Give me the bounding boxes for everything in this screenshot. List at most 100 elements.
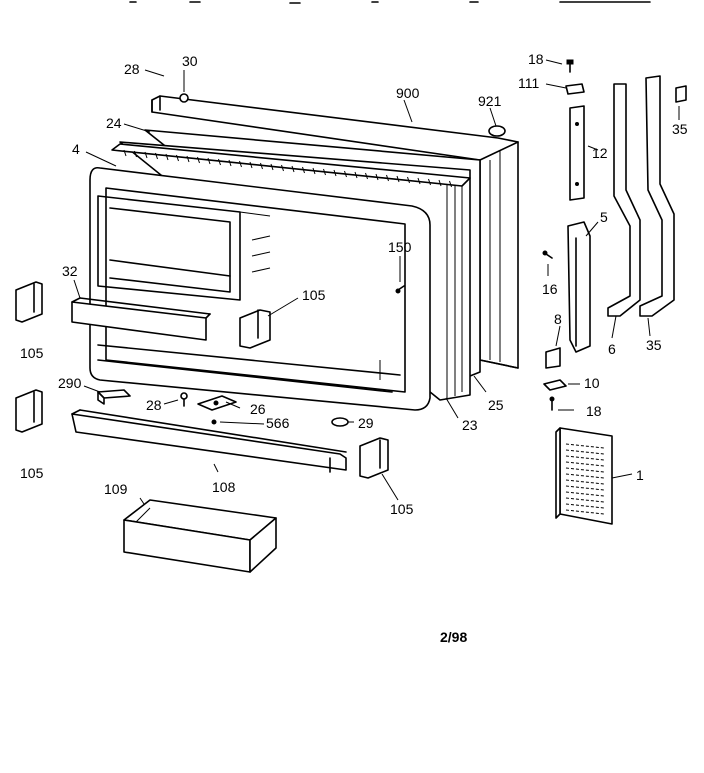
leader-lines <box>73 59 680 505</box>
gasket-tick <box>260 162 263 170</box>
label-30: 30 <box>182 53 198 69</box>
gasket-tick <box>365 172 368 180</box>
label-16: 16 <box>542 281 558 297</box>
part-number-labels: 28 30 900 921 18 111 35 24 4 12 150 5 16… <box>20 51 688 517</box>
label-290: 290 <box>58 375 82 391</box>
label-28-mid: 28 <box>146 397 162 413</box>
shelf-support-105-right <box>359 437 389 479</box>
gasket-tick <box>249 161 253 169</box>
label-25: 25 <box>488 397 504 413</box>
screw-16 <box>542 250 553 259</box>
cropped-top-edge-marks <box>129 1 651 4</box>
booklet-text-line <box>565 491 605 497</box>
booklet-text-line <box>565 467 605 473</box>
gasket-tick <box>344 170 347 178</box>
label-26: 26 <box>250 401 266 417</box>
label-29: 29 <box>358 415 374 431</box>
pan-109 <box>123 499 277 573</box>
gasket-tick <box>428 178 431 186</box>
gasket-tick <box>155 152 158 160</box>
booklet-text-line <box>565 503 605 509</box>
cover-8 <box>545 347 561 369</box>
gasket-tick <box>312 167 316 175</box>
label-5: 5 <box>600 209 608 225</box>
gasket-tick <box>417 177 421 185</box>
label-566: 566 <box>266 415 290 431</box>
hinge-5 <box>567 221 591 353</box>
gasket-tick <box>449 180 452 188</box>
screw-18-top <box>566 59 574 73</box>
bushing-29 <box>331 417 349 427</box>
label-900: 900 <box>396 85 420 101</box>
bracket-111 <box>565 83 585 95</box>
shelf-32 <box>71 297 211 341</box>
booklet-text-line <box>565 449 605 455</box>
gasket-tick <box>407 176 410 184</box>
label-105-left-top: 105 <box>20 345 44 361</box>
gasket-tick <box>228 159 232 167</box>
door-inner-liner <box>89 166 431 411</box>
bracket-10 <box>543 379 567 391</box>
shelf-support-105-left-top <box>15 281 43 323</box>
booklet-text-line <box>565 485 605 491</box>
gasket-tick <box>438 179 442 187</box>
hinge-plate-26 <box>197 395 237 411</box>
label-150: 150 <box>388 239 412 255</box>
label-35-bottom: 35 <box>646 337 662 353</box>
booklet-text-line <box>565 461 605 467</box>
label-108: 108 <box>212 479 236 495</box>
label-105-right: 105 <box>390 501 414 517</box>
label-23: 23 <box>462 417 478 433</box>
gasket-tick <box>396 175 400 183</box>
screw-150 <box>395 285 405 294</box>
screw-566 <box>211 419 217 425</box>
door-handle-35 <box>639 75 687 317</box>
gasket-tick <box>270 163 274 171</box>
label-4: 4 <box>72 141 80 157</box>
gasket-tick <box>144 151 148 159</box>
gasket-tick <box>291 165 295 173</box>
label-111: 111 <box>518 75 539 91</box>
booklet-text-line <box>565 473 605 479</box>
label-32: 32 <box>62 263 78 279</box>
booklet-text-line <box>565 443 605 449</box>
label-105-left-bottom: 105 <box>20 465 44 481</box>
shelf-support-105-left-bottom <box>15 389 43 433</box>
label-18-bottom: 18 <box>586 403 602 419</box>
booklet-text-line <box>565 509 605 515</box>
label-12: 12 <box>592 145 608 161</box>
label-10: 10 <box>584 375 600 391</box>
booklet-text-line <box>565 479 605 485</box>
label-28-top: 28 <box>124 61 140 77</box>
shelf-108 <box>71 409 347 473</box>
label-105-mid: 105 <box>302 287 326 303</box>
gasket-tick <box>354 171 358 179</box>
instruction-booklet-1 <box>555 427 613 525</box>
shelf-support-105-mid <box>239 309 271 349</box>
gasket-tick <box>323 168 326 176</box>
rear-liner-case-900 <box>151 93 519 369</box>
door-handle-6 <box>607 83 641 317</box>
label-109: 109 <box>104 481 128 497</box>
hinge-bar-12 <box>569 105 585 201</box>
gasket-tick <box>218 158 221 166</box>
gasket-tick <box>165 153 169 161</box>
gasket-tick <box>186 155 190 163</box>
gasket-tick <box>281 164 284 172</box>
bracket-290 <box>97 389 131 405</box>
gasket-tick <box>134 150 137 158</box>
gasket-top-strip-4 <box>111 143 471 188</box>
gasket-tick <box>176 154 179 162</box>
label-8: 8 <box>554 311 562 327</box>
gasket-tick <box>207 157 211 165</box>
label-24: 24 <box>106 115 122 131</box>
footer-code: 2/98 <box>440 629 467 645</box>
label-1: 1 <box>636 467 644 483</box>
gasket-tick <box>302 166 305 174</box>
gasket-tick <box>239 160 242 168</box>
screw-28-mid <box>180 392 188 407</box>
label-6: 6 <box>608 341 616 357</box>
gasket-tick <box>123 149 127 157</box>
